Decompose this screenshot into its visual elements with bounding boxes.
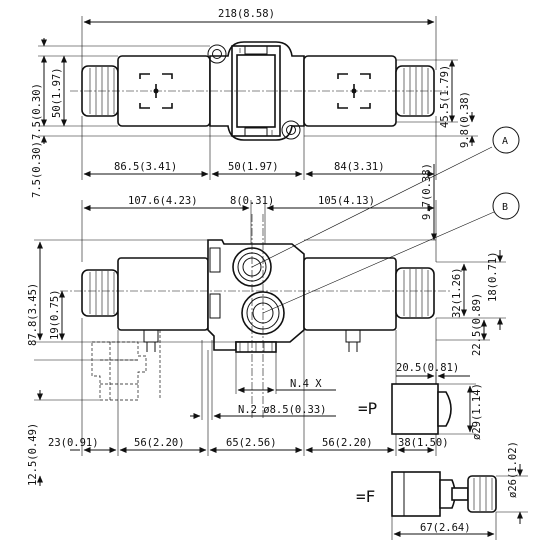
dim-right-offset: 9.8(0.38) — [459, 91, 471, 148]
label-n4: N.4 X — [290, 378, 322, 390]
right-knurled-nut — [395, 65, 435, 117]
left-coil-front — [81, 257, 209, 352]
dim-overall-width: 218(8.58) — [218, 8, 275, 20]
dim-20-5: 20.5(0.81) — [396, 362, 459, 374]
dim-seg-56b: 56(2.20) — [322, 437, 373, 449]
option-p: =P ø29(1.14) — [358, 383, 483, 440]
top-view: 218(8.58) — [31, 8, 478, 198]
dim-lower-height: 19(0.75) — [49, 289, 61, 340]
balloon-b-label: B — [502, 202, 508, 213]
front-view: 107.6(4.23) 8(0.31) 105(4.13) — [27, 163, 506, 486]
option-f-label: =F — [356, 487, 375, 506]
balloon-b: B — [262, 192, 520, 314]
dim-left-height: 50(1.97) — [51, 67, 63, 118]
central-body-front — [207, 239, 305, 353]
option-f-dia: ø26(1.02) — [507, 441, 519, 498]
dim-right-22: 22.5(0.89) — [471, 293, 483, 356]
dim-port-a-offset: 107.6(4.23) — [128, 195, 198, 207]
option-f: =F ø26(1.02) 67(2.64) — [356, 441, 528, 540]
balloon-a: A — [251, 126, 520, 268]
label-n2: N.2 ø8.5(0.33) — [238, 404, 327, 416]
dim-height-right: 9.7(0.38) — [421, 163, 433, 220]
dim-seg-65: 65(2.56) — [226, 437, 277, 449]
dim-seg-38: 38(1.50) — [398, 437, 449, 449]
dim-left-seg: 86.5(3.41) — [114, 161, 177, 173]
dim-bottom-left: 12.5(0.49) — [27, 423, 39, 486]
dim-mid-seg: 50(1.97) — [228, 161, 279, 173]
dim-right-seg: 84(3.31) — [334, 161, 385, 173]
dim-left-bottom-offset: 7.5(0.30) — [31, 141, 43, 198]
balloon-a-label: A — [502, 136, 508, 147]
dim-ab-gap: 8(0.31) — [230, 195, 274, 207]
dim-seg-23: 23(0.91) — [48, 437, 99, 449]
dashed-connector — [91, 330, 161, 401]
option-p-dia: ø29(1.14) — [471, 383, 483, 440]
dim-right-18: 18(0.71) — [487, 251, 499, 302]
right-coil-front — [303, 257, 435, 352]
option-f-length: 67(2.64) — [420, 522, 471, 534]
dim-right-32: 32(1.26) — [451, 267, 463, 318]
dim-left-top-offset: 7.5(0.30) — [31, 83, 43, 140]
dim-right-offset-front: 105(4.13) — [318, 195, 375, 207]
dim-seg-56a: 56(2.20) — [134, 437, 185, 449]
dim-right-height: 45.5(1.79) — [439, 65, 451, 128]
option-p-label: =P — [358, 399, 377, 418]
dim-total-height: 87.8(3.45) — [27, 283, 39, 346]
